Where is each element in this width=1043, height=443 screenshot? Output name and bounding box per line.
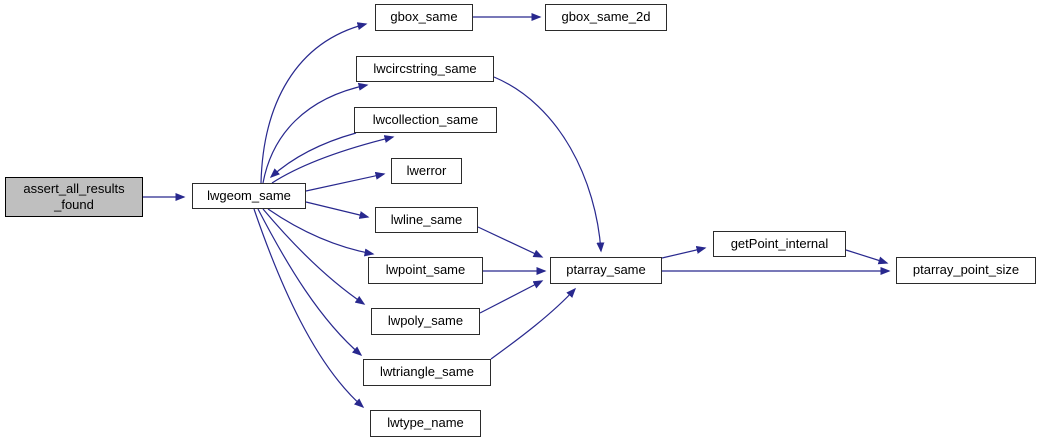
edge-lwline_same--ptarray_same bbox=[477, 226, 544, 258]
node-label: gbox_same bbox=[390, 9, 458, 25]
node-label: lwpoint_same bbox=[385, 262, 466, 278]
node-lwerror[interactable]: lwerror bbox=[391, 158, 462, 184]
node-lwline_same[interactable]: lwline_same bbox=[375, 207, 478, 233]
edge-lwtriangle_same--ptarray_same bbox=[490, 287, 577, 360]
node-lwcircstring_same[interactable]: lwcircstring_same bbox=[356, 56, 494, 82]
edge-lwgeom_same--lwpoly_same bbox=[262, 208, 366, 305]
node-label: lwpoly_same bbox=[387, 313, 464, 329]
node-lwpoint_same[interactable]: lwpoint_same bbox=[368, 257, 483, 284]
node-label: gbox_same_2d bbox=[561, 9, 651, 25]
node-gbox_same_2d[interactable]: gbox_same_2d bbox=[545, 4, 667, 31]
edge-lwcollection_same--lwgeom_same bbox=[269, 132, 357, 179]
node-lwpoly_same[interactable]: lwpoly_same bbox=[371, 308, 480, 335]
node-lwcollection_same[interactable]: lwcollection_same bbox=[354, 107, 497, 133]
edge-getPoint_internal--ptarray_point_size bbox=[845, 249, 889, 265]
edge-lwgeom_same--gbox_same bbox=[260, 22, 368, 184]
node-label: lwtriangle_same bbox=[380, 364, 474, 380]
node-label: assert_all_results bbox=[23, 180, 125, 196]
edge-lwgeom_same--lwpoint_same bbox=[267, 208, 375, 257]
node-label: ptarray_same bbox=[566, 262, 646, 278]
node-lwgeom_same[interactable]: lwgeom_same bbox=[192, 183, 306, 209]
node-lwtriangle_same[interactable]: lwtriangle_same bbox=[363, 359, 491, 386]
node-ptarray_same[interactable]: ptarray_same bbox=[550, 257, 662, 284]
edge-ptarray_same--getPoint_internal bbox=[661, 246, 707, 259]
edge-lwgeom_same--lwerror bbox=[305, 171, 386, 192]
edge-lwgeom_same--lwcollection_same bbox=[271, 135, 395, 184]
node-assert_all_results_found[interactable]: assert_all_results_found bbox=[5, 177, 143, 217]
node-label: lwtype_name bbox=[387, 415, 464, 431]
node-label: lwgeom_same bbox=[207, 187, 291, 203]
node-label: lwerror bbox=[406, 162, 447, 178]
node-gbox_same[interactable]: gbox_same bbox=[375, 4, 473, 31]
edge-lwgeom_same--lwtriangle_same bbox=[257, 208, 363, 356]
node-label: lwline_same bbox=[390, 211, 463, 227]
node-label: lwcircstring_same bbox=[373, 60, 477, 76]
node-label: ptarray_point_size bbox=[912, 262, 1020, 278]
edge-lwpoly_same--ptarray_same bbox=[479, 280, 544, 314]
node-label: _found bbox=[54, 197, 94, 212]
node-lwtype_name[interactable]: lwtype_name bbox=[370, 410, 481, 437]
node-ptarray_point_size[interactable]: ptarray_point_size bbox=[896, 257, 1036, 284]
edge-lwgeom_same--lwcircstring_same bbox=[262, 82, 369, 184]
edge-lwgeom_same--lwline_same bbox=[305, 201, 370, 219]
edge-lwcircstring_same--ptarray_same bbox=[493, 76, 605, 253]
node-label: lwcollection_same bbox=[372, 111, 479, 127]
node-label: getPoint_internal bbox=[730, 235, 829, 251]
edge-lwgeom_same--lwtype_name bbox=[253, 208, 365, 408]
node-getPoint_internal[interactable]: getPoint_internal bbox=[713, 231, 846, 257]
